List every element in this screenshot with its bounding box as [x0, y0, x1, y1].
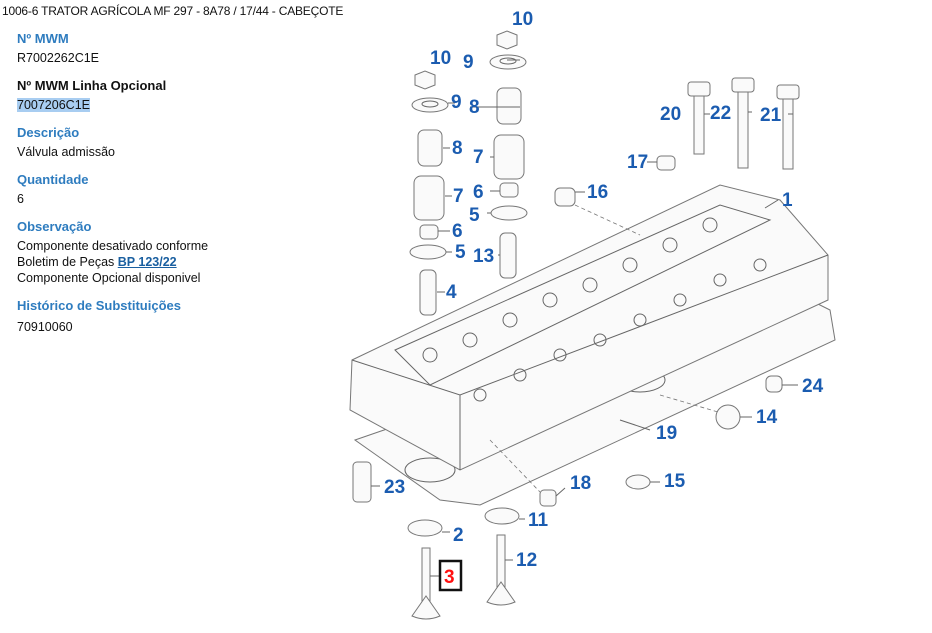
- bulletin-link[interactable]: BP 123/22: [117, 255, 177, 269]
- part-details-panel: Nº MWM R7002262C1E Nº MWM Linha Opcional…: [17, 31, 317, 347]
- cap-15[interactable]: [625, 474, 651, 490]
- cylinder-head[interactable]: [349, 184, 829, 471]
- exhaust-valve-12[interactable]: [486, 534, 516, 606]
- spring-seat-right[interactable]: [490, 205, 528, 221]
- callout-6-right[interactable]: 6: [473, 182, 484, 203]
- callout-8-left[interactable]: 8: [452, 138, 463, 159]
- callout-11[interactable]: 11: [528, 510, 549, 531]
- observation-line-2: Boletim de Peças BP 123/22: [17, 254, 317, 270]
- callout-15[interactable]: 15: [664, 471, 686, 492]
- callout-6-left[interactable]: 6: [452, 221, 463, 242]
- selected-callout-box: [438, 559, 463, 592]
- callout-16[interactable]: 16: [587, 182, 608, 203]
- mwm-optional-section: Nº MWM Linha Opcional 7007206C1E: [17, 78, 317, 113]
- history-label: Histórico de Substituições: [17, 298, 181, 313]
- exploded-diagram: 10 10 9 9 8 8 7 7 6 6 5 5 13 4 16 1 20 2…: [349, 9, 836, 620]
- observation-section: Observação Componente desativado conform…: [17, 219, 317, 286]
- seat-insert-11[interactable]: [484, 507, 520, 525]
- mwm-optional-label: Nº MWM Linha Opcional: [17, 78, 167, 93]
- callout-2[interactable]: 2: [453, 525, 464, 546]
- callout-10-right[interactable]: 10: [512, 9, 533, 30]
- spring-seat-left[interactable]: [409, 244, 447, 260]
- bolt-21[interactable]: [776, 84, 800, 170]
- callout-9-right[interactable]: 9: [463, 52, 474, 73]
- valve-retainer-left[interactable]: [411, 97, 449, 113]
- bolt-22[interactable]: [731, 77, 755, 169]
- callout-5-left[interactable]: 5: [455, 242, 466, 263]
- plug-16[interactable]: [554, 187, 576, 207]
- mwm-optional-value[interactable]: 7007206C1E: [17, 98, 90, 112]
- callout-23[interactable]: 23: [384, 477, 405, 498]
- callout-10-left[interactable]: 10: [430, 48, 451, 69]
- callout-19[interactable]: 19: [656, 423, 677, 444]
- callout-22[interactable]: 22: [710, 103, 731, 124]
- observation-line-2-prefix: Boletim de Peças: [17, 255, 118, 269]
- callout-1[interactable]: 1: [782, 190, 793, 211]
- valve-spring-outer-right[interactable]: [493, 134, 525, 180]
- history-section: Histórico de Substituições 70910060: [17, 298, 317, 335]
- callout-5-right[interactable]: 5: [469, 205, 480, 226]
- observation-line-3: Componente Opcional disponivel: [17, 271, 201, 285]
- mwm-number-section: Nº MWM R7002262C1E: [17, 31, 317, 66]
- dowel-23[interactable]: [352, 461, 372, 503]
- valve-guide-left[interactable]: [419, 269, 437, 316]
- observation-label: Observação: [17, 219, 92, 234]
- plug-24[interactable]: [765, 375, 783, 393]
- callout-24[interactable]: 24: [802, 376, 824, 397]
- seat-insert-2[interactable]: [407, 519, 443, 537]
- mwm-number-value: R7002262C1E: [17, 51, 100, 65]
- callout-12[interactable]: 12: [516, 550, 537, 571]
- callout-3[interactable]: 3: [444, 567, 455, 588]
- valve-collet-left[interactable]: [414, 70, 436, 90]
- valve-seal-left[interactable]: [419, 224, 439, 240]
- valve-seal-right[interactable]: [499, 182, 519, 198]
- callout-17[interactable]: 17: [627, 152, 648, 173]
- observation-line-1: Componente desativado conforme: [17, 239, 209, 253]
- callout-4[interactable]: 4: [446, 282, 457, 303]
- breadcrumb: 1006-6 TRATOR AGRÍCOLA MF 297 - 8A78 / 1…: [2, 4, 344, 18]
- quantity-label: Quantidade: [17, 172, 89, 187]
- valve-spring-inner-right[interactable]: [496, 87, 522, 125]
- bolt-20[interactable]: [687, 81, 711, 155]
- quantity-section: Quantidade 6: [17, 172, 317, 207]
- valve-spring-inner-left[interactable]: [417, 129, 443, 167]
- callout-8-right[interactable]: 8: [469, 97, 480, 118]
- mwm-number-label: Nº MWM: [17, 31, 69, 46]
- callout-9-left[interactable]: 9: [451, 92, 462, 113]
- quantity-value: 6: [17, 192, 24, 206]
- callout-21[interactable]: 21: [760, 105, 782, 126]
- valve-guide-right[interactable]: [499, 232, 517, 279]
- callout-7-right[interactable]: 7: [473, 147, 484, 168]
- intake-valve-3[interactable]: [411, 547, 441, 620]
- description-label: Descrição: [17, 125, 80, 140]
- seal-14[interactable]: [715, 404, 741, 430]
- callout-7-left[interactable]: 7: [453, 186, 464, 207]
- sleeve-18[interactable]: [539, 489, 557, 507]
- callout-18[interactable]: 18: [570, 473, 591, 494]
- valve-retainer-right[interactable]: [489, 54, 527, 70]
- callout-20[interactable]: 20: [660, 104, 681, 125]
- callout-14[interactable]: 14: [756, 407, 778, 428]
- history-value: 70910060: [17, 320, 73, 334]
- description-value: Válvula admissão: [17, 145, 115, 159]
- description-section: Descrição Válvula admissão: [17, 125, 317, 160]
- callout-13[interactable]: 13: [473, 246, 494, 267]
- leader-lines: [371, 59, 798, 577]
- callout-3-selected[interactable]: 3: [438, 559, 463, 592]
- plug-17[interactable]: [656, 155, 676, 171]
- valve-collet-right[interactable]: [496, 30, 518, 50]
- valve-spring-outer-left[interactable]: [413, 175, 445, 221]
